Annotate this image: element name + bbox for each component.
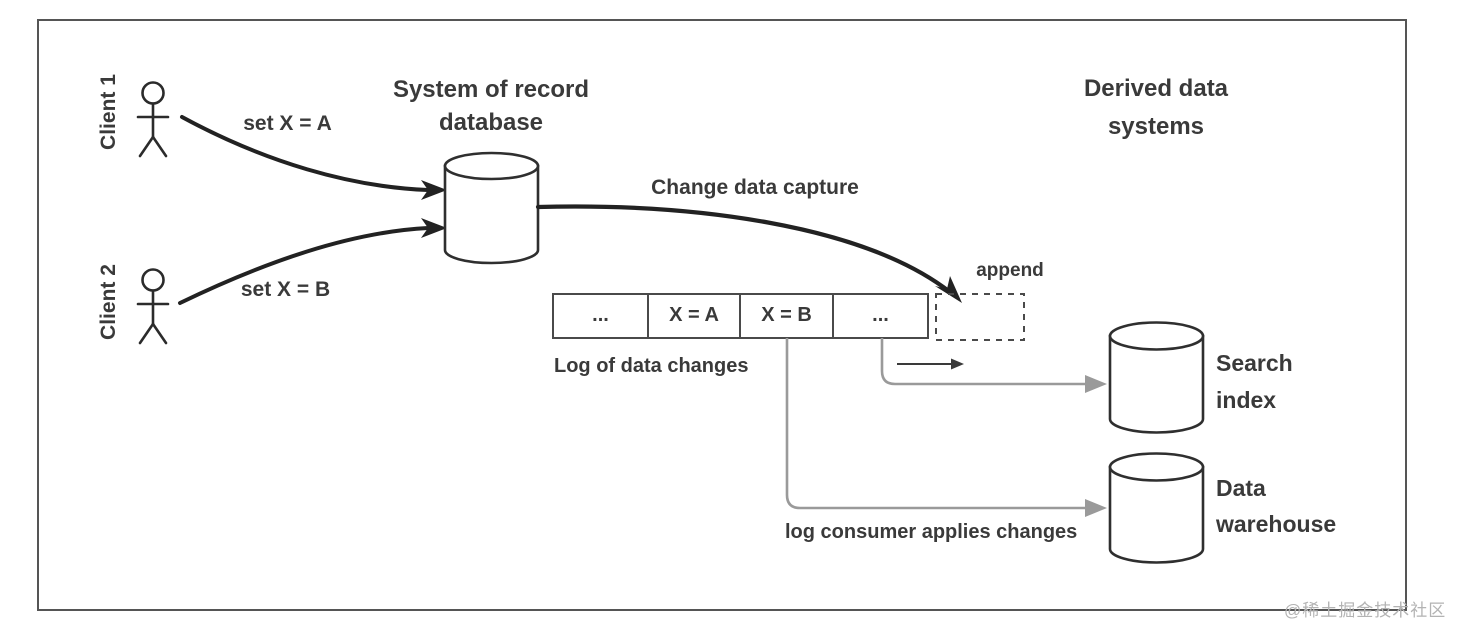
append-slot	[935, 293, 1025, 341]
system-of-record-heading-line1: System of record	[392, 76, 590, 103]
log-cell-ellipsis-left: ...	[592, 304, 609, 326]
data-warehouse-label: Data warehouse	[1216, 470, 1336, 542]
client2-label: Client 2	[97, 264, 120, 340]
log-box	[552, 293, 929, 339]
system-of-record-heading-line2: database	[438, 109, 544, 136]
log-cell-ellipsis-right: ...	[872, 304, 889, 326]
data-warehouse-label-line2: warehouse	[1216, 511, 1337, 537]
derived-data-heading-line1: Derived data	[1083, 75, 1229, 102]
append-label: append	[976, 260, 1044, 281]
log-cell-x-equals-b: X = B	[761, 304, 812, 326]
search-index-label: Search index	[1216, 345, 1293, 419]
set-x-b-label: set X = B	[240, 278, 331, 301]
data-warehouse-label-line1: Data	[1216, 475, 1266, 501]
search-index-cylinder	[1108, 321, 1205, 434]
log-advance-arrow-icon	[897, 358, 964, 370]
data-warehouse-cylinder	[1108, 452, 1205, 564]
search-index-label-line1: Search	[1216, 350, 1293, 376]
log-consumer-label: log consumer applies changes	[785, 521, 1078, 543]
set-x-a-arrow	[180, 115, 447, 200]
change-data-capture-label: Change data capture	[651, 176, 859, 199]
derived-data-heading: Derived data systems	[1046, 70, 1266, 146]
client2-person-icon	[136, 268, 170, 345]
client1-label: Client 1	[97, 74, 120, 150]
log-caption: Log of data changes	[554, 355, 749, 377]
change-data-capture-arrow	[535, 204, 962, 303]
system-of-record-heading: System of record database	[380, 73, 602, 139]
log-to-data-warehouse-connector	[785, 338, 1107, 517]
system-of-record-cylinder	[443, 151, 540, 265]
set-x-a-label: set X = A	[243, 112, 332, 135]
derived-data-heading-line2: systems	[1107, 113, 1205, 140]
log-cell-x-equals-a: X = A	[669, 304, 719, 326]
watermark: @稀土掘金技术社区	[1284, 601, 1447, 620]
log-to-search-index-connector	[880, 338, 1107, 393]
search-index-label-line2: index	[1216, 387, 1277, 413]
client1-person-icon	[136, 81, 170, 158]
set-x-b-arrow	[178, 218, 447, 305]
